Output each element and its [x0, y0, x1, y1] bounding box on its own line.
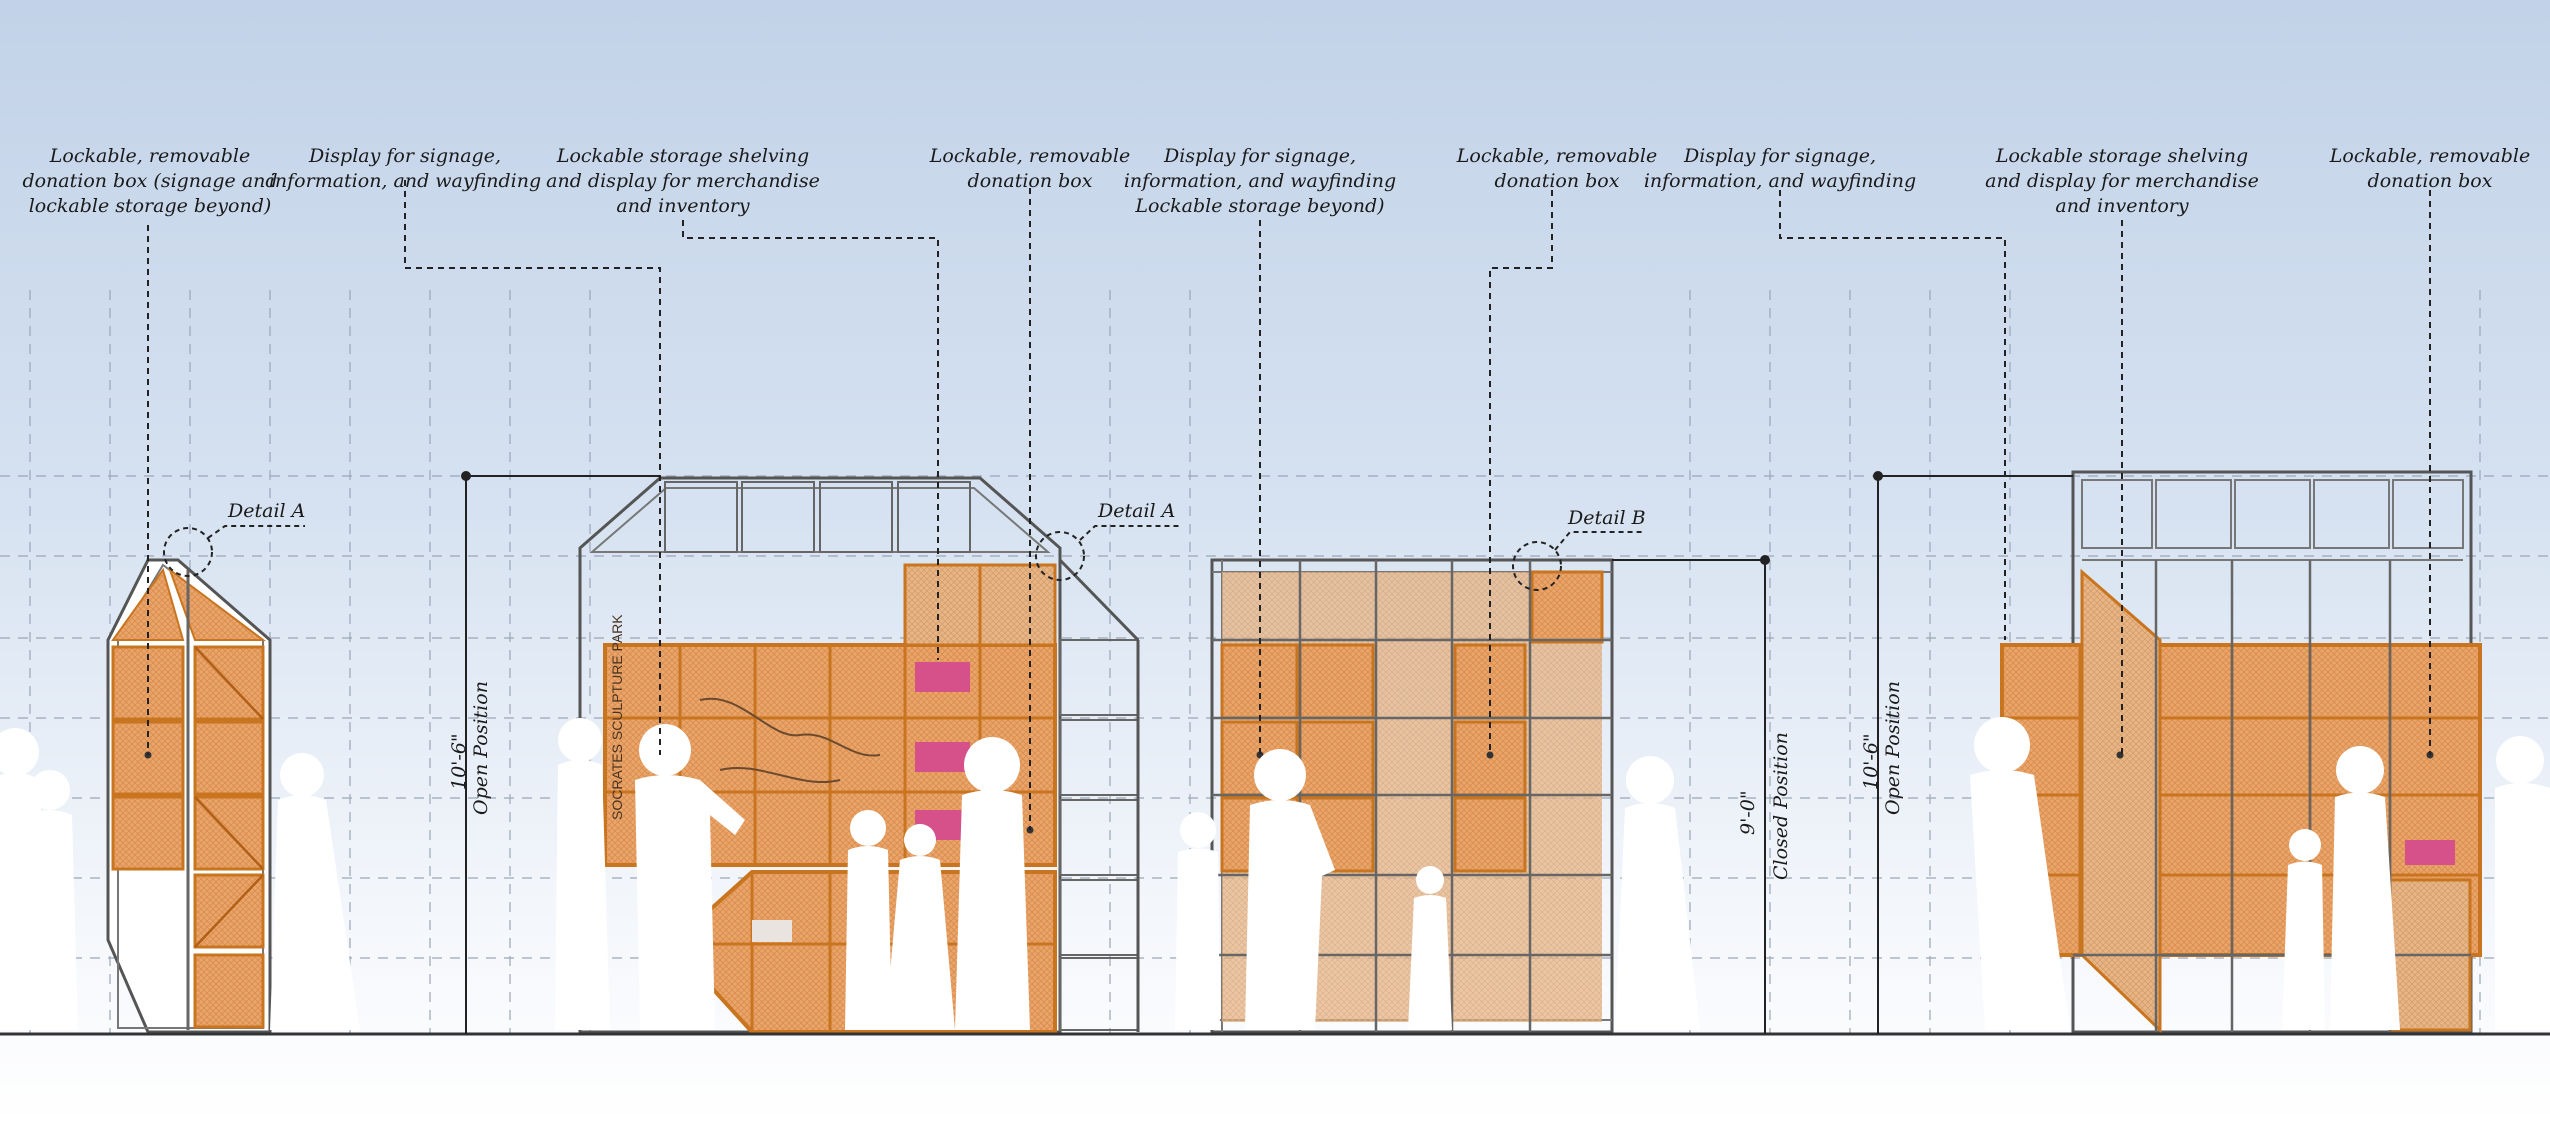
dimension-lines [461, 471, 2073, 1034]
callout-donation-box-4: Lockable, removable donation box [2265, 144, 2550, 194]
callout-line: information, and wayfinding [1123, 170, 1397, 192]
unit-donation-box [106, 558, 272, 1034]
callout-line: lockable storage beyond) [28, 195, 272, 217]
callout-signage-2: Display for signage, information, and wa… [1095, 144, 1425, 219]
callout-line: donation box [967, 170, 1093, 192]
callout-line: Lockable storage shelving [556, 145, 810, 167]
detail-label-a-1: Detail A [228, 500, 306, 522]
callout-line: information, and wayfinding [1643, 170, 1917, 192]
callout-line: and inventory [2055, 195, 2189, 217]
callout-donation-box-1: Lockable, removable donation box (signag… [0, 144, 315, 219]
dimension-value-3: 10'-6" [1860, 733, 1882, 790]
callout-line: Lockable, removable [929, 145, 1131, 167]
callout-line: and display for merchandise [1985, 170, 2259, 192]
callout-line: Display for signage, [1164, 145, 1356, 167]
callout-line: donation box [2367, 170, 2493, 192]
callout-line: and inventory [616, 195, 750, 217]
callout-line: Lockable, removable [1456, 145, 1658, 167]
people-silhouettes [0, 717, 2550, 1030]
dimension-state-1: Open Position [470, 681, 492, 815]
callout-donation-box-2: Lockable, removable donation box [865, 144, 1195, 194]
dimension-state-2: Closed Position [1770, 732, 1792, 880]
callout-line: Lockable, removable [49, 145, 251, 167]
callout-leaders [147, 180, 2431, 830]
callout-line: Lockable, removable [2329, 145, 2531, 167]
dimension-value-1: 10'-6" [448, 733, 470, 790]
callout-storage-shelving-1: Lockable storage shelving and display fo… [518, 144, 848, 219]
detail-markers [163, 525, 1645, 591]
callout-line: Display for signage, [1684, 145, 1876, 167]
park-sign-text: SOCRATES SCULPTURE PARK [609, 614, 625, 820]
callout-line: Display for signage, [309, 145, 501, 167]
callout-line: donation box (signage and [22, 170, 278, 192]
callout-storage-shelving-2: Lockable storage shelving and display fo… [1957, 144, 2287, 219]
dimension-value-2: 9'-0" [1737, 790, 1759, 835]
callout-signage-1: Display for signage, information, and wa… [240, 144, 570, 194]
callout-line: and display for merchandise [546, 170, 820, 192]
callout-donation-box-3: Lockable, removable donation box [1392, 144, 1722, 194]
callout-line: Lockable storage shelving [1995, 145, 2249, 167]
detail-label-a-2: Detail A [1098, 500, 1176, 522]
callout-line: donation box [1494, 170, 1620, 192]
detail-label-b: Detail B [1568, 507, 1646, 529]
callout-line: Lockable storage beyond) [1135, 195, 1385, 217]
callout-signage-3: Display for signage, information, and wa… [1615, 144, 1945, 194]
callout-line: information, and wayfinding [268, 170, 542, 192]
dimension-state-3: Open Position [1882, 681, 1904, 815]
